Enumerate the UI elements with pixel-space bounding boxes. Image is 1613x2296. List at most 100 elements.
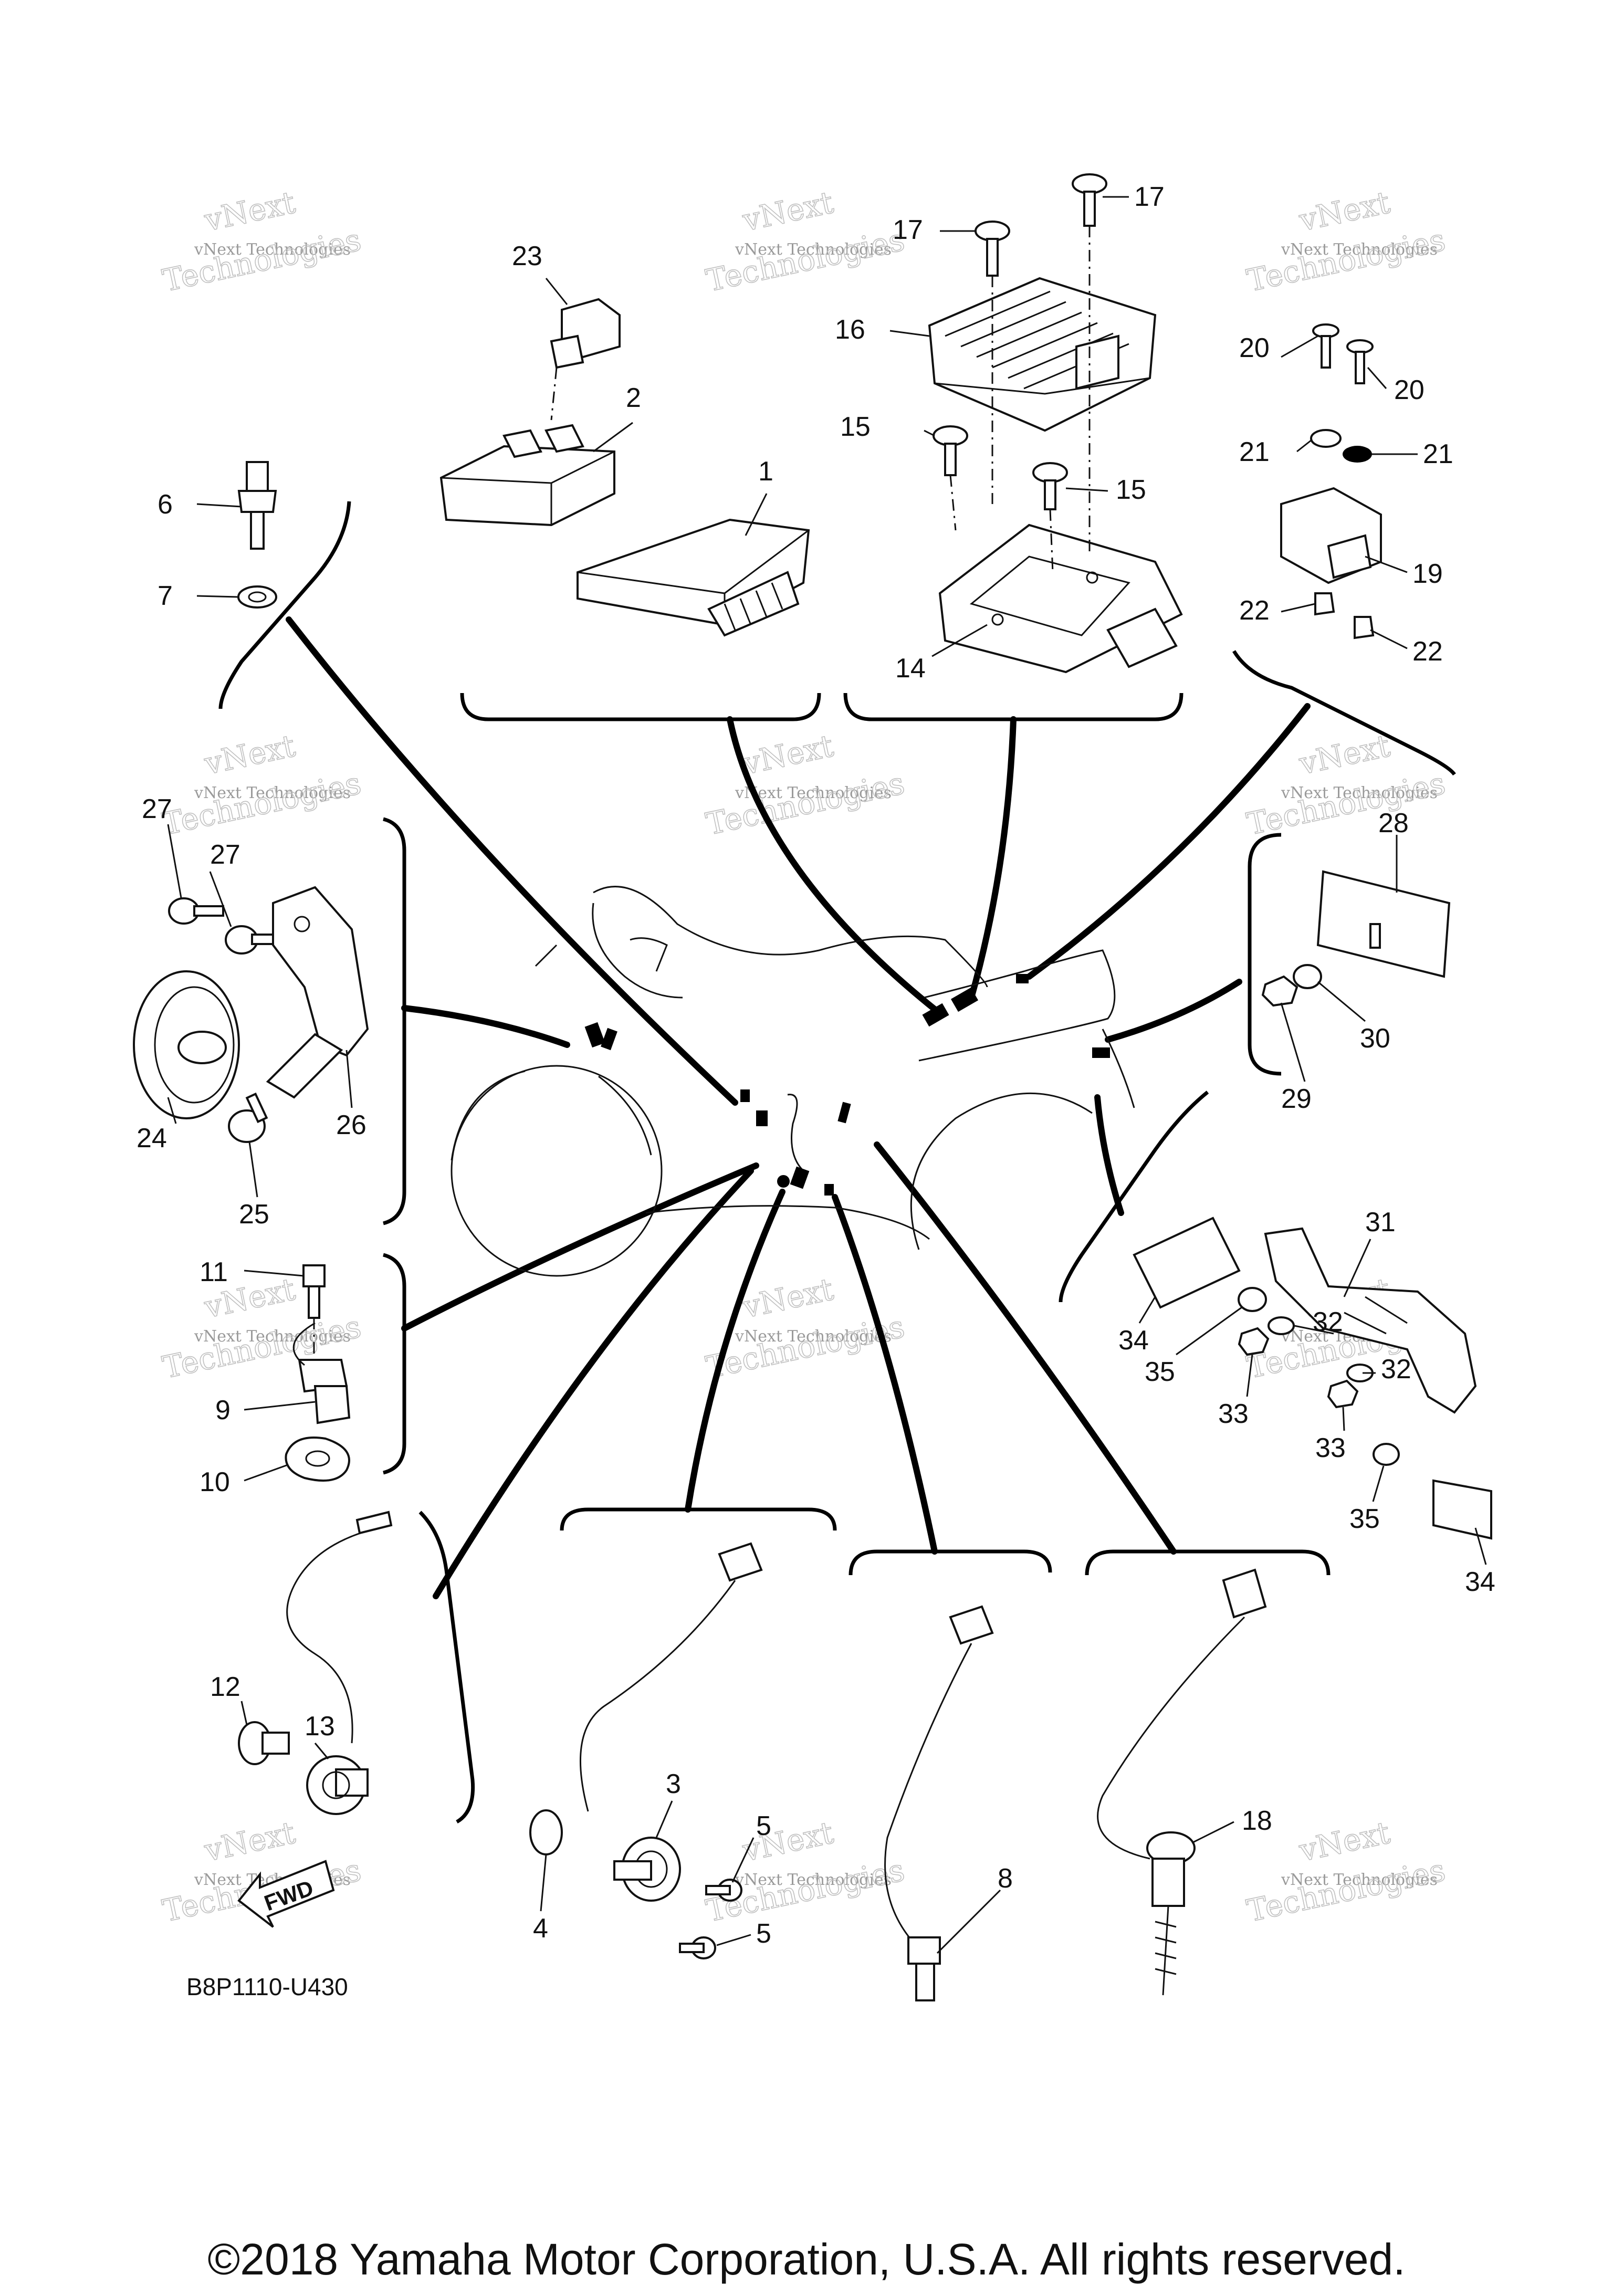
bracket-lean-sensor <box>1232 650 1456 776</box>
oxygen-sensor-part-13 <box>306 1755 369 1815</box>
svg-text:vNext: vNext <box>201 728 298 782</box>
watermark: vNext vNext Technologies Technologies <box>1243 184 1449 299</box>
callout-21: 21 <box>1423 439 1453 469</box>
callout-6: 6 <box>158 489 173 520</box>
svg-text:Technologies: Technologies <box>1244 222 1449 298</box>
oxygen-sensor-lead-part-13 <box>286 1511 393 1744</box>
svg-text:vNext: vNext <box>201 184 298 238</box>
knock-sensor-part-12 <box>238 1721 290 1765</box>
svg-text:vNext Technologies: vNext Technologies <box>194 240 351 259</box>
bracket-ecu <box>460 693 821 721</box>
callout-17: 17 <box>893 215 923 245</box>
watermark: vNext vNext Technologies Technologies <box>159 184 364 299</box>
bolt-part-27a <box>168 897 224 925</box>
callout-32: 32 <box>1381 1354 1411 1385</box>
nut-part-35b <box>1373 1443 1400 1466</box>
callout-33: 33 <box>1315 1433 1346 1463</box>
watermark: vNext vNext Technologies Technologies <box>159 727 364 842</box>
callout-11: 11 <box>200 1257 228 1287</box>
nut-part-35a <box>1238 1287 1267 1312</box>
relay-part-23 <box>550 298 621 421</box>
screw-part-20a <box>1312 323 1339 369</box>
callout-20: 20 <box>1394 375 1425 405</box>
o-ring-part-4 <box>529 1809 563 1855</box>
washer-part-30 <box>1293 964 1322 989</box>
callout-3: 3 <box>666 1769 681 1799</box>
svg-text:vNext: vNext <box>1296 184 1393 238</box>
callout-21: 21 <box>1239 437 1270 467</box>
horn-part-24 <box>133 970 240 1119</box>
callout-25: 25 <box>239 1199 269 1230</box>
callout-16: 16 <box>835 314 865 345</box>
callout-4: 4 <box>533 1913 548 1944</box>
callout-20: 20 <box>1239 333 1270 363</box>
nut-part-33b <box>1327 1379 1359 1409</box>
bolt-part-27b <box>225 925 279 955</box>
svg-text:Technologies: Technologies <box>1244 765 1449 842</box>
callout-34: 34 <box>1118 1325 1149 1356</box>
screw-part-20b <box>1346 339 1374 384</box>
bolt-part-17a <box>975 221 1010 504</box>
callout-1: 1 <box>758 456 773 487</box>
screw-part-5a <box>705 1879 742 1902</box>
motorcycle-silhouette <box>451 886 1135 1277</box>
bracket-o2 <box>418 1511 475 1824</box>
callout-12: 12 <box>210 1672 240 1702</box>
callout-24: 24 <box>137 1123 167 1154</box>
copyright-notice: ©2018 Yamaha Motor Corporation, U.S.A. A… <box>207 2235 1406 2284</box>
callout-34: 34 <box>1465 1567 1495 1597</box>
rectifier-regulator-part-16 <box>928 277 1157 432</box>
screw-part-5b <box>679 1936 716 1959</box>
callout-30: 30 <box>1360 1023 1390 1054</box>
crankshaft-sensor-part-9 <box>292 1322 351 1424</box>
svg-text:vNext Technologies: vNext Technologies <box>194 784 351 802</box>
bracket-horn <box>383 817 406 1225</box>
svg-text:vNext Technologies: vNext Technologies <box>1281 240 1438 259</box>
intake-sensor-part-3 <box>613 1837 681 1902</box>
ecu-part-1 <box>577 518 810 637</box>
callout-28: 28 <box>1378 808 1409 838</box>
svg-text:vNext: vNext <box>201 1815 298 1869</box>
bolt-part-17b <box>1072 173 1107 557</box>
reflector-part-34b <box>1432 1479 1492 1540</box>
regulator-bracket-part-14 <box>938 523 1183 674</box>
horn-bracket-part-26 <box>266 886 369 1099</box>
bracket-rectifier <box>843 693 1183 721</box>
connector-lines <box>286 616 1311 1599</box>
callout-15: 15 <box>840 412 871 442</box>
callout-23: 23 <box>512 241 542 271</box>
svg-text:vNext: vNext <box>739 184 836 238</box>
bracket-rear-switch <box>1085 1549 1331 1576</box>
callout-35: 35 <box>1349 1504 1380 1534</box>
svg-text:vNext Technologies: vNext Technologies <box>735 240 892 259</box>
bracket-crank-sensor <box>383 1253 406 1475</box>
lean-angle-sensor-part-19 <box>1280 487 1382 584</box>
callout-labels: 1 2 3 4 5 5 6 7 8 9 10 11 12 13 14 15 15… <box>137 182 1495 1949</box>
speed-sensor-part-8 <box>884 1605 994 2001</box>
bolt-part-11 <box>302 1264 326 1355</box>
svg-text:vNext: vNext <box>1296 728 1393 782</box>
watermark: vNext vNext Technologies Technologies <box>703 184 908 299</box>
svg-text:vNext Technologies: vNext Technologies <box>1281 1871 1438 1889</box>
washer-part-32a <box>1268 1316 1295 1335</box>
callout-7: 7 <box>158 581 173 611</box>
callout-27: 27 <box>210 840 240 870</box>
svg-text:vNext Technologies: vNext Technologies <box>735 1871 892 1889</box>
reflector-bracket-part-31 <box>1264 1227 1477 1414</box>
diagram-code: B8P1110-U430 <box>186 1973 348 2000</box>
svg-text:Technologies: Technologies <box>160 222 364 298</box>
svg-text:Technologies: Technologies <box>1244 1852 1449 1928</box>
callout-33: 33 <box>1218 1399 1249 1429</box>
svg-text:vNext: vNext <box>739 728 836 782</box>
callout-8: 8 <box>998 1863 1013 1894</box>
callout-10: 10 <box>200 1467 230 1497</box>
bracket-temp-sensor <box>218 501 351 709</box>
svg-text:vNext Technologies: vNext Technologies <box>735 1327 892 1346</box>
leader-lines <box>167 196 1487 1954</box>
bolt-part-15a <box>933 425 968 531</box>
callout-9: 9 <box>215 1395 231 1425</box>
callout-22: 22 <box>1239 595 1270 626</box>
svg-text:Technologies: Technologies <box>160 765 364 842</box>
svg-text:vNext: vNext <box>739 1271 836 1325</box>
